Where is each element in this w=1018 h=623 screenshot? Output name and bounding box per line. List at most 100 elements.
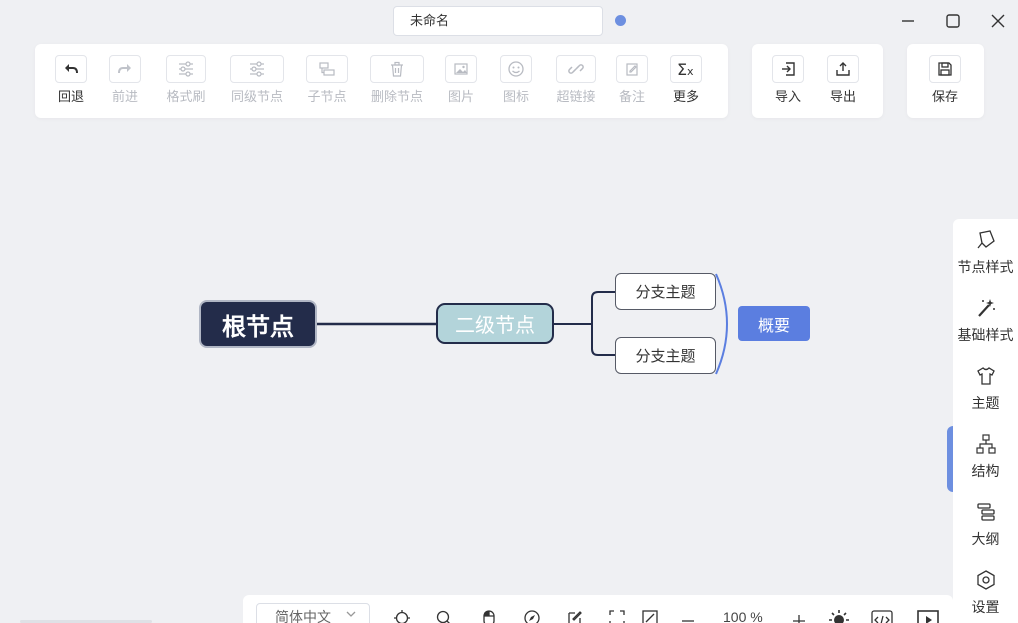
sidebar-item-structure[interactable]: 结构 xyxy=(953,425,1018,485)
title-bar: 未命名 xyxy=(0,0,1018,42)
sidebar-item-theme[interactable]: 主题 xyxy=(953,357,1018,417)
sidebar-label: 节点样式 xyxy=(957,259,1014,275)
redo-label: 前进 xyxy=(111,89,138,104)
mouse-icon[interactable] xyxy=(480,609,498,623)
maximize-button[interactable] xyxy=(940,8,966,34)
trash-icon xyxy=(391,61,403,77)
close-icon xyxy=(991,14,1005,28)
compass-icon[interactable] xyxy=(523,609,541,623)
import-label: 导入 xyxy=(774,89,801,104)
sidebar-item-node-style[interactable]: 节点样式 xyxy=(953,221,1018,281)
delete-node-button[interactable]: 删除节点 xyxy=(368,55,426,111)
import-button[interactable]: 导入 xyxy=(759,55,817,111)
magic-wand-icon xyxy=(977,299,995,317)
fullscreen-icon[interactable] xyxy=(641,609,659,623)
io-toolbar: 导入 导出 xyxy=(752,44,883,118)
zoom-unit: % xyxy=(750,609,763,623)
fit-canvas-icon[interactable] xyxy=(608,609,626,623)
svg-text:Σ: Σ xyxy=(677,60,687,78)
image-button[interactable]: 图片 xyxy=(432,55,490,111)
zoom-in-icon[interactable] xyxy=(790,609,808,623)
image-icon xyxy=(454,63,468,75)
right-sidebar: 节点样式 基础样式 主题 结构 大纲 设置 xyxy=(953,219,1018,623)
horizontal-scrollbar[interactable] xyxy=(20,620,152,623)
export-label: 导出 xyxy=(829,89,856,104)
second-level-node[interactable]: 二级节点 xyxy=(436,303,554,344)
format-painter-button[interactable]: 格式刷 xyxy=(157,55,215,111)
save-icon xyxy=(938,62,952,76)
image-label: 图片 xyxy=(447,89,474,104)
bottom-toolbar: 简体中文 100 % xyxy=(243,595,953,623)
code-icon[interactable] xyxy=(871,609,893,623)
connector-branch-1 xyxy=(554,291,615,325)
summary-node[interactable]: 概要 xyxy=(738,306,810,341)
hyperlink-button[interactable]: 超链接 xyxy=(547,55,605,111)
unsaved-status-dot xyxy=(615,15,626,26)
sibling-node-label: 同级节点 xyxy=(230,89,283,104)
delete-node-label: 删除节点 xyxy=(370,89,423,104)
link-icon xyxy=(568,64,584,74)
save-toolbar: 保存 xyxy=(907,44,984,118)
export-icon xyxy=(836,62,850,76)
minimize-icon xyxy=(902,20,914,22)
edit-icon[interactable] xyxy=(566,609,584,623)
maximize-icon xyxy=(946,14,960,28)
sun-icon[interactable] xyxy=(828,609,850,623)
undo-label: 回退 xyxy=(57,89,84,104)
sidebar-item-base-style[interactable]: 基础样式 xyxy=(953,289,1018,349)
branch-topic-node[interactable]: 分支主题 xyxy=(615,273,716,310)
redo-button[interactable]: 前进 xyxy=(96,55,154,111)
tshirt-icon xyxy=(976,367,995,385)
icon-label: 图标 xyxy=(502,89,529,104)
branch-topic-node[interactable]: 分支主题 xyxy=(615,337,716,374)
mindmap-canvas[interactable]: 根节点 二级节点 分支主题 分支主题 概要 xyxy=(0,120,950,590)
save-label: 保存 xyxy=(931,89,958,104)
close-button[interactable] xyxy=(985,8,1011,34)
presentation-icon[interactable] xyxy=(917,609,939,623)
export-button[interactable]: 导出 xyxy=(814,55,872,111)
minimize-button[interactable] xyxy=(895,8,921,34)
node-style-icon xyxy=(976,230,995,249)
redo-icon xyxy=(118,64,131,74)
undo-button[interactable]: 回退 xyxy=(42,55,100,111)
more-label: 更多 xyxy=(672,89,699,104)
root-node[interactable]: 根节点 xyxy=(199,300,317,348)
child-node-label: 子节点 xyxy=(307,89,347,104)
sibling-node-icon xyxy=(250,61,264,77)
sidebar-label: 设置 xyxy=(971,599,1000,615)
file-name-input[interactable]: 未命名 xyxy=(393,6,603,36)
smiley-icon xyxy=(508,61,524,77)
zoom-value: 100 xyxy=(723,609,747,623)
icon-button[interactable]: 图标 xyxy=(487,55,545,111)
sidebar-item-settings[interactable]: 设置 xyxy=(953,561,1018,621)
hyperlink-label: 超链接 xyxy=(556,89,596,104)
outline-icon xyxy=(976,503,995,521)
chevron-down-icon xyxy=(346,611,356,617)
summary-bracket xyxy=(715,273,728,375)
save-button[interactable]: 保存 xyxy=(916,55,974,111)
sidebar-item-outline[interactable]: 大纲 xyxy=(953,493,1018,553)
language-select[interactable]: 简体中文 xyxy=(256,603,370,623)
import-icon xyxy=(782,62,795,76)
svg-text:x: x xyxy=(687,65,694,78)
undo-icon xyxy=(65,64,78,74)
format-painter-label: 格式刷 xyxy=(166,89,206,104)
note-label: 备注 xyxy=(618,89,645,104)
child-node-button[interactable]: 子节点 xyxy=(298,55,356,111)
language-value: 简体中文 xyxy=(275,609,331,623)
mindmap-connectors xyxy=(317,273,728,375)
zoom-out-icon[interactable] xyxy=(679,609,697,623)
format-painter-icon xyxy=(179,61,193,77)
sidebar-label: 结构 xyxy=(971,463,1000,479)
note-icon xyxy=(626,63,638,76)
sibling-node-button[interactable]: 同级节点 xyxy=(228,55,286,111)
child-node-icon xyxy=(319,62,335,76)
note-button[interactable]: 备注 xyxy=(603,55,661,111)
search-icon[interactable] xyxy=(435,609,453,623)
sidebar-label: 大纲 xyxy=(971,531,1000,547)
sidebar-label: 主题 xyxy=(971,395,1000,411)
locate-icon[interactable] xyxy=(393,609,411,623)
